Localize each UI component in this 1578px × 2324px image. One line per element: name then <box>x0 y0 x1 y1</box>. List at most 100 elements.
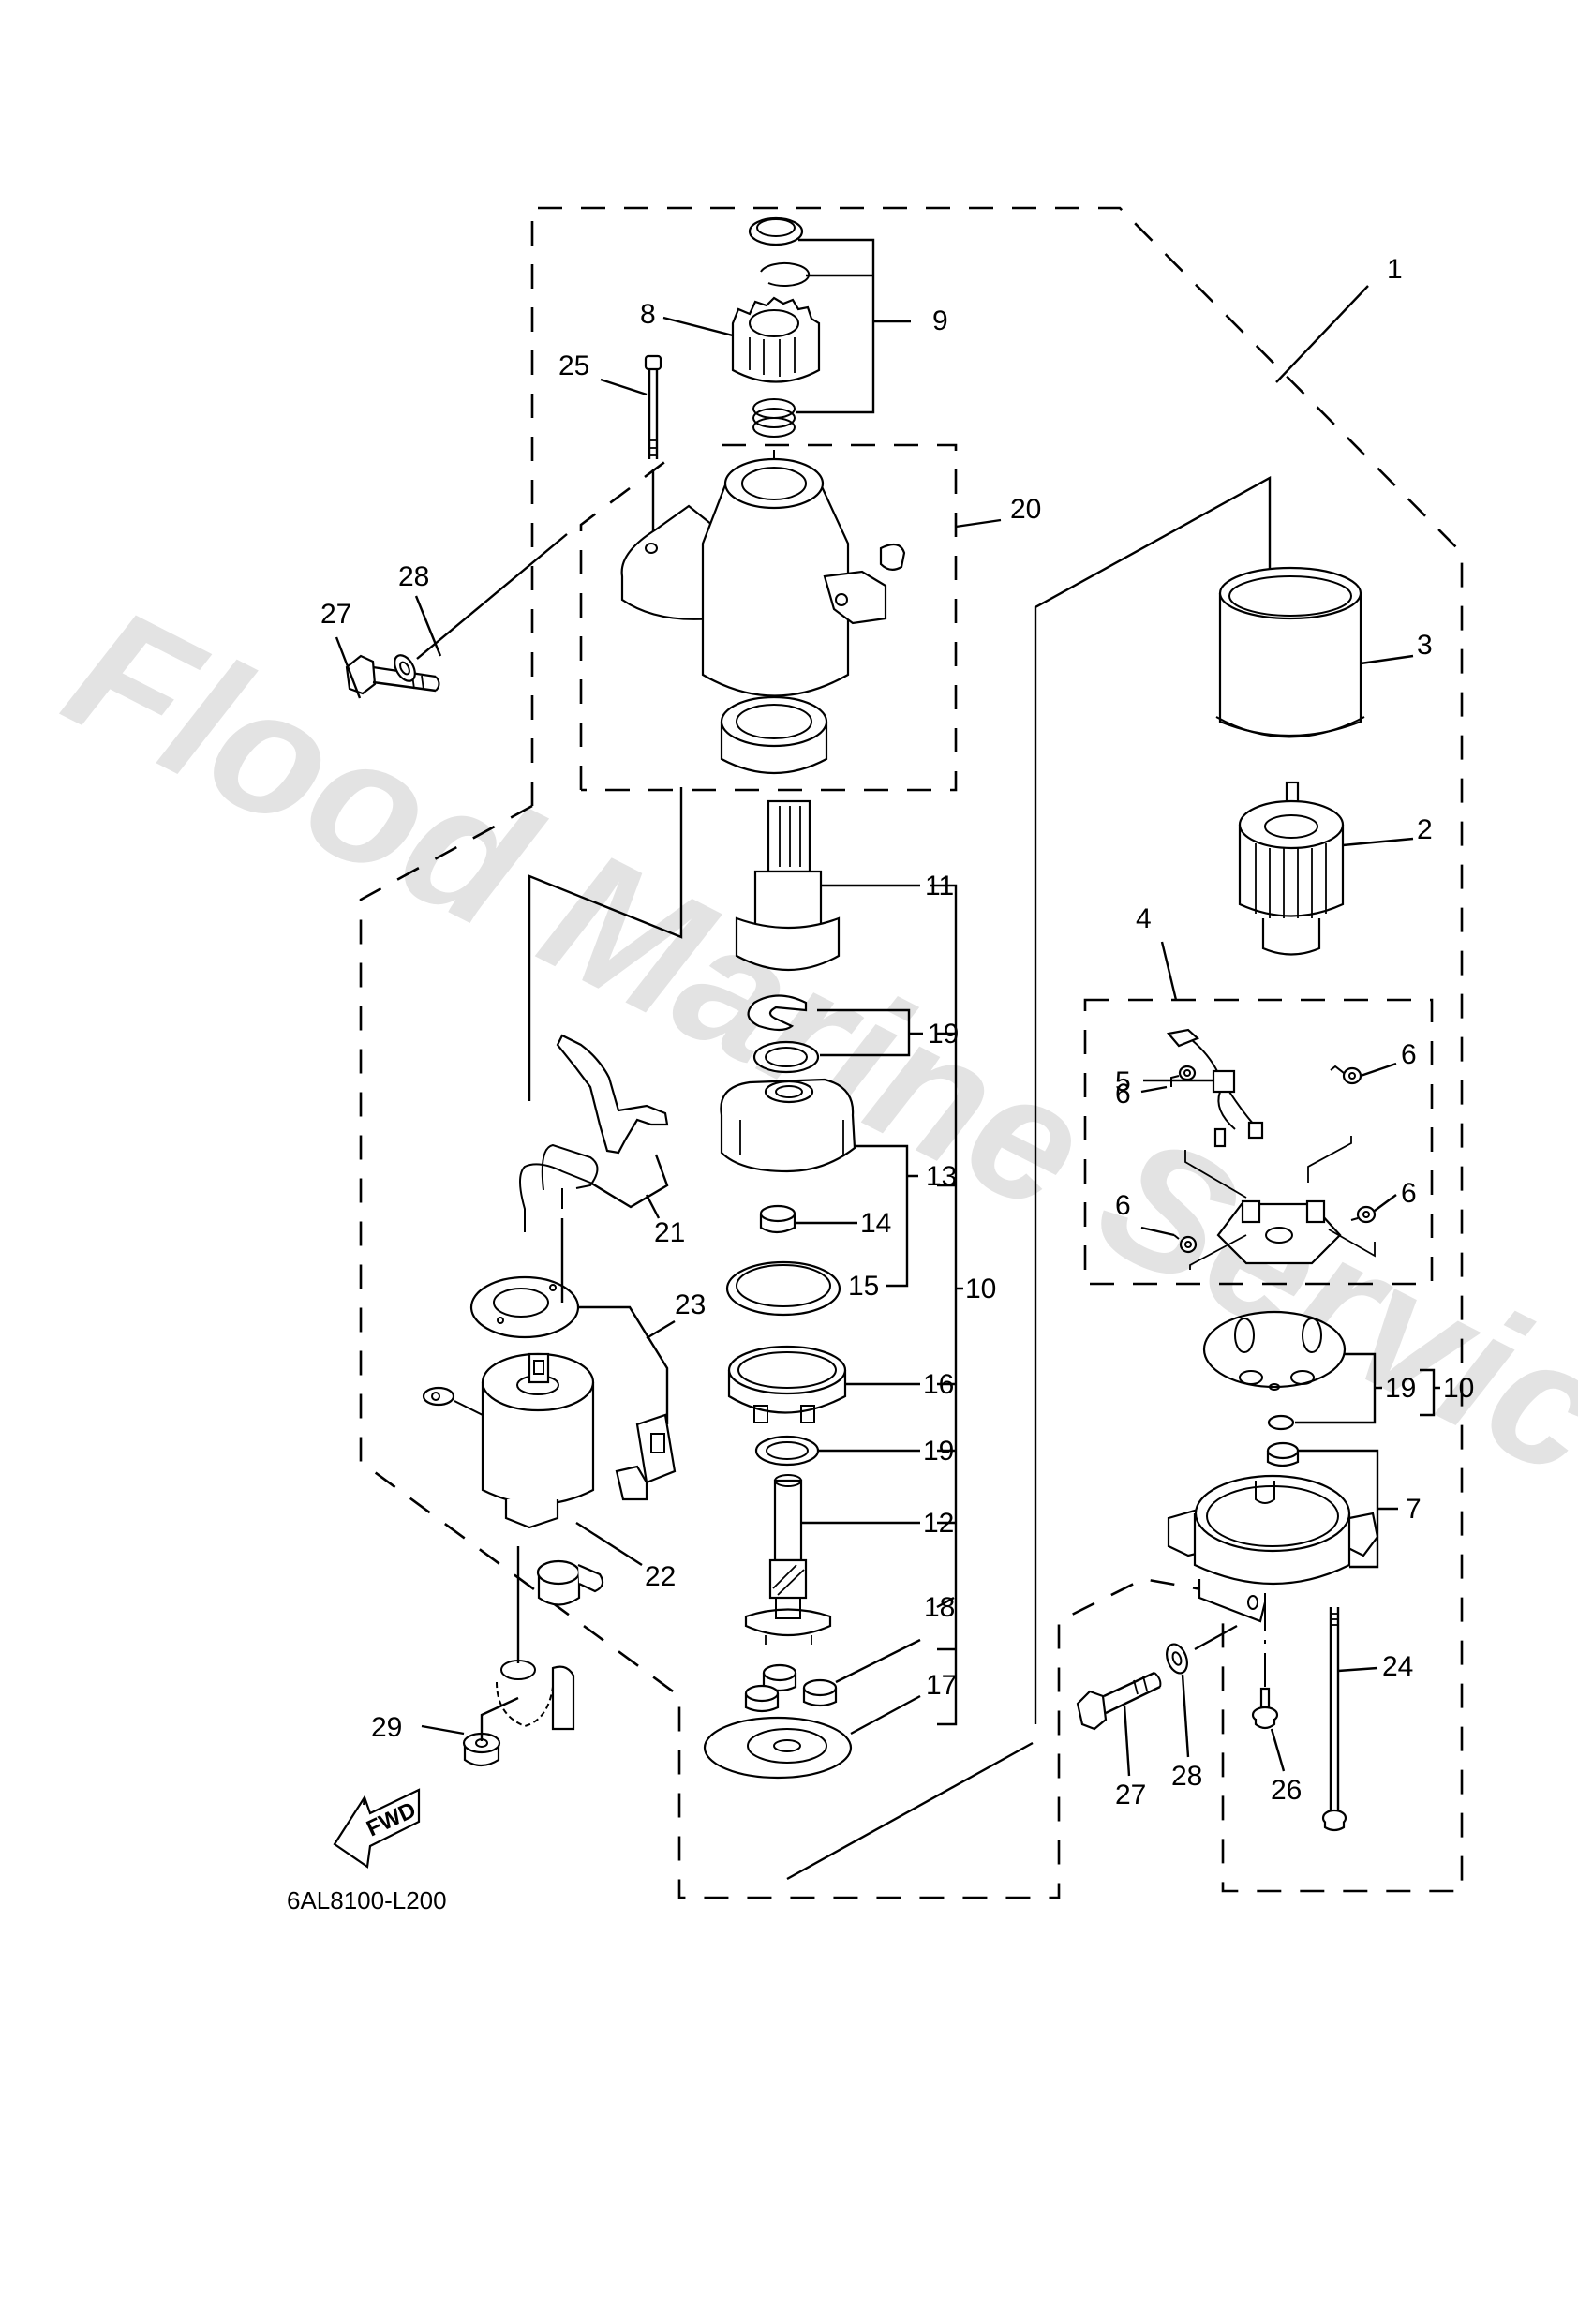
part-9-circlip <box>760 261 811 287</box>
part-16-internal-gear <box>727 1345 847 1423</box>
part-6-brush-spring-d <box>1173 1234 1198 1254</box>
assembly-outline-20 <box>579 443 958 792</box>
leader-27-bottom <box>1123 1705 1131 1777</box>
callout-2: 2 <box>1417 814 1433 845</box>
part-6-brush-spring-c <box>1350 1205 1377 1224</box>
leader-10-right <box>1420 1368 1440 1417</box>
part-21-return-spring <box>519 1143 599 1232</box>
part-28-washer-bottom <box>1166 1624 1238 1675</box>
part-12-shaft <box>744 1474 832 1645</box>
callout-29: 29 <box>371 1712 402 1743</box>
leader-19-upper <box>817 1008 923 1057</box>
callout-8: 8 <box>640 299 656 330</box>
diagram-code: 6AL8100-L200 <box>287 1886 447 1914</box>
part-3-yoke <box>1215 566 1365 738</box>
part-7-bushing <box>1266 1441 1300 1467</box>
leader-21 <box>589 1154 669 1219</box>
part-27-bolt-bottom <box>1076 1671 1162 1731</box>
callout-9: 9 <box>932 305 948 336</box>
part-22-boot <box>536 1559 604 1606</box>
part-28-washer-top <box>394 533 568 682</box>
callout-13: 13 <box>926 1161 957 1192</box>
leader-18 <box>835 1596 955 1684</box>
callout-3: 3 <box>1417 630 1433 661</box>
callout-23: 23 <box>675 1289 706 1320</box>
leader-6b <box>1360 1062 1397 1078</box>
leader-22 <box>575 1521 643 1567</box>
leader-4 <box>1160 941 1178 1001</box>
fwd-arrow-icon: FWD <box>333 1788 421 1869</box>
callout-28-bottom: 28 <box>1171 1761 1202 1792</box>
leader-6d <box>1140 1226 1175 1237</box>
part-23-gasket <box>469 1218 580 1339</box>
leader-26 <box>1270 1728 1286 1772</box>
part-24-through-bolt <box>1321 1607 1347 1832</box>
leader-7 <box>1298 1449 1398 1569</box>
callout-22: 22 <box>645 1561 676 1592</box>
part-22-terminal-cap <box>496 1546 575 1731</box>
part-19-washer-upper <box>752 1040 820 1074</box>
part-19-pad <box>1267 1414 1295 1431</box>
leader-2 <box>1342 837 1414 847</box>
part-4-brush-holder <box>1184 1136 1376 1270</box>
part-9-spring <box>752 398 796 438</box>
leader-23 <box>578 1305 676 1424</box>
callout-1: 1 <box>1387 254 1403 285</box>
leader-28-bottom <box>1181 1674 1190 1758</box>
callout-24: 24 <box>1382 1651 1413 1682</box>
part-20-front-housing <box>620 457 906 697</box>
part-26-screw <box>1251 1593 1279 1730</box>
callout-10-centre: 10 <box>965 1274 996 1304</box>
callout-28-top: 28 <box>398 561 429 592</box>
assembly-outline-1 <box>359 206 1464 1899</box>
part-18-planet-gears <box>744 1663 838 1713</box>
part-14-bushing <box>759 1204 796 1234</box>
part-8-pinion-gear <box>731 296 821 383</box>
leader-29 <box>421 1724 465 1736</box>
leader-8 <box>662 316 734 337</box>
leader-10-bracket <box>930 884 963 1726</box>
callout-6b: 6 <box>1401 1039 1417 1070</box>
leader-19-right <box>1295 1352 1382 1424</box>
callout-6d: 6 <box>1115 1190 1131 1221</box>
leader-15 <box>855 1144 918 1288</box>
callout-25: 25 <box>558 350 589 381</box>
part-25-bolt <box>644 354 662 548</box>
callout-4: 4 <box>1136 903 1152 934</box>
part-6-brush-spring-a <box>1170 1065 1197 1087</box>
callout-18: 18 <box>924 1592 955 1623</box>
leader-17 <box>850 1694 921 1736</box>
part-20-bearing <box>720 695 828 775</box>
callout-5: 5 <box>1115 1066 1131 1097</box>
leader-27-top <box>335 636 362 699</box>
leader-6a <box>1140 1085 1168 1094</box>
connector-plate <box>786 1741 1034 1881</box>
callout-27-top: 27 <box>320 599 351 630</box>
part-29-nut <box>462 1696 519 1767</box>
part-9-stop-ring <box>748 216 804 246</box>
part-15-seal-ring <box>725 1260 841 1317</box>
callout-6a: 6 <box>1115 1079 1131 1110</box>
part-17-plate <box>703 1716 853 1780</box>
callout-17: 17 <box>926 1670 957 1701</box>
part-5-brush-set <box>1166 1028 1264 1148</box>
part-11-clutch <box>735 799 841 971</box>
part-27-bolt-top <box>345 654 440 695</box>
leader-24 <box>1337 1666 1378 1673</box>
callout-26: 26 <box>1271 1775 1302 1806</box>
part-21-shift-lever <box>556 1034 669 1155</box>
leader-25 <box>600 378 648 396</box>
connector-housing <box>528 787 683 1101</box>
part-23-cover <box>615 1413 677 1501</box>
part-19-brush-plate <box>1202 1310 1347 1391</box>
callout-15: 15 <box>848 1271 879 1302</box>
part-2-armature <box>1238 781 1345 956</box>
callout-10-right: 10 <box>1443 1373 1474 1404</box>
leader-28-top <box>414 595 442 657</box>
part-13-gear-case <box>720 1078 856 1173</box>
part-19-e-clip <box>747 994 808 1032</box>
callout-19-right: 19 <box>1385 1373 1416 1404</box>
assembly-outline-4 <box>1083 998 1434 1286</box>
part-19-washer-lower <box>754 1435 820 1467</box>
